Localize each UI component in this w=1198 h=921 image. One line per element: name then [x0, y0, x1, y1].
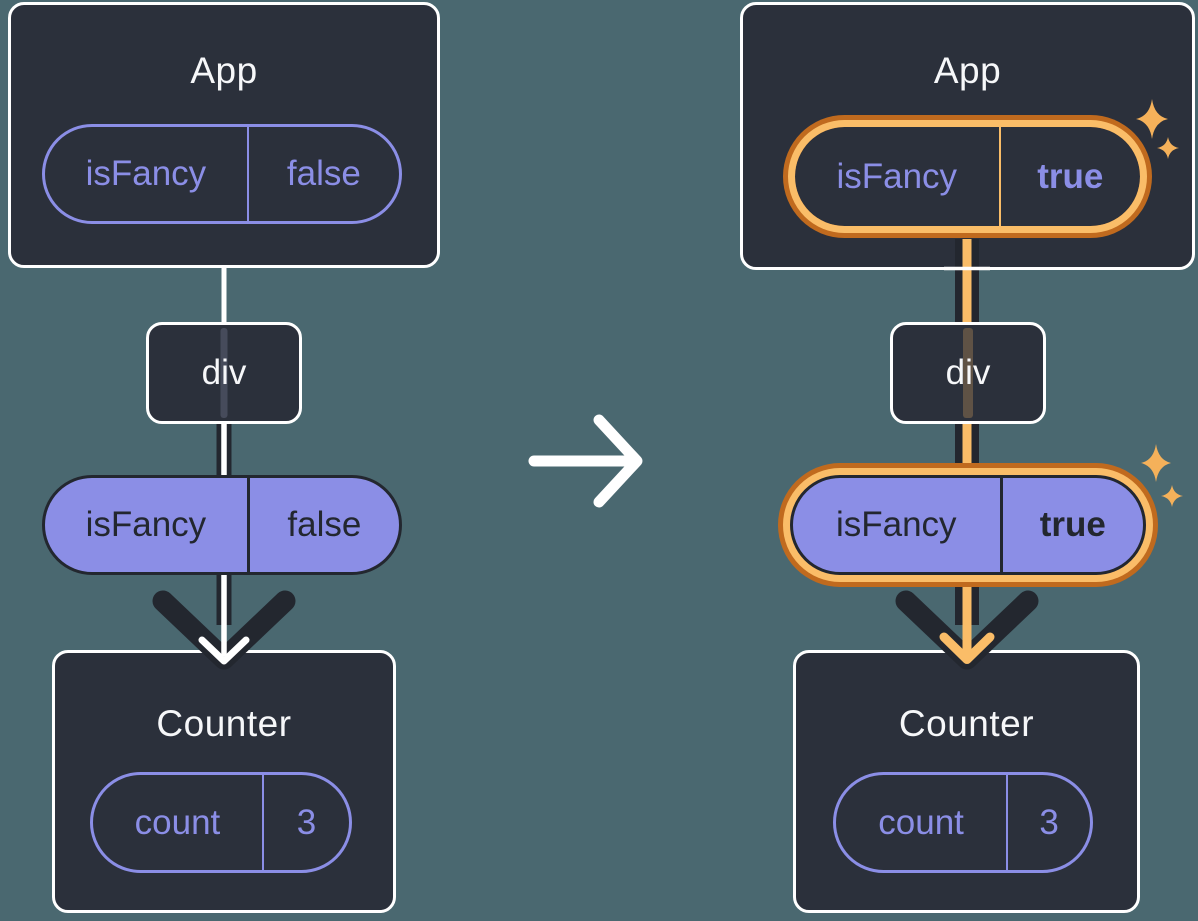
counter-state-pill: count 3	[90, 772, 352, 873]
component-title: Counter	[898, 703, 1035, 744]
prop-name: isFancy	[836, 156, 958, 196]
component-title: Counter	[156, 703, 292, 744]
app-component-card: App isFancy false	[8, 2, 440, 268]
counter-component-card: Counter count 3	[793, 650, 1140, 913]
transition-arrow-icon	[528, 414, 643, 508]
state-name: count	[134, 802, 221, 842]
prop-name: isFancy	[85, 505, 207, 544]
state-value: 3	[1006, 775, 1090, 870]
prop-name: isFancy	[835, 505, 957, 544]
passed-prop-pill-highlighted: isFancy true	[790, 475, 1146, 575]
prop-value: false	[246, 127, 399, 221]
prop-name: isFancy	[85, 154, 207, 193]
sparkle-icon	[1141, 444, 1171, 482]
prop-value: true	[998, 127, 1140, 226]
prop-value: false	[246, 478, 399, 572]
prop-line-through-div	[220, 328, 228, 418]
component-title: App	[190, 50, 258, 91]
div-label: div	[201, 353, 247, 392]
sparkle-icon	[1161, 485, 1183, 507]
div-node: div	[146, 322, 302, 424]
counter-component-card: Counter count 3	[52, 650, 396, 913]
app-prop-pill-highlighted: isFancy true	[795, 127, 1140, 226]
app-component-card: App isFancy true	[740, 2, 1195, 270]
div-node: div	[890, 322, 1046, 424]
state-value: 3	[261, 775, 349, 870]
state-name: count	[878, 802, 964, 842]
div-label: div	[945, 353, 991, 392]
prop-value: true	[999, 478, 1144, 572]
passed-prop-pill: isFancy false	[42, 475, 402, 575]
component-title: App	[933, 50, 1002, 91]
app-prop-pill: isFancy false	[42, 124, 402, 224]
counter-state-pill: count 3	[833, 772, 1093, 873]
